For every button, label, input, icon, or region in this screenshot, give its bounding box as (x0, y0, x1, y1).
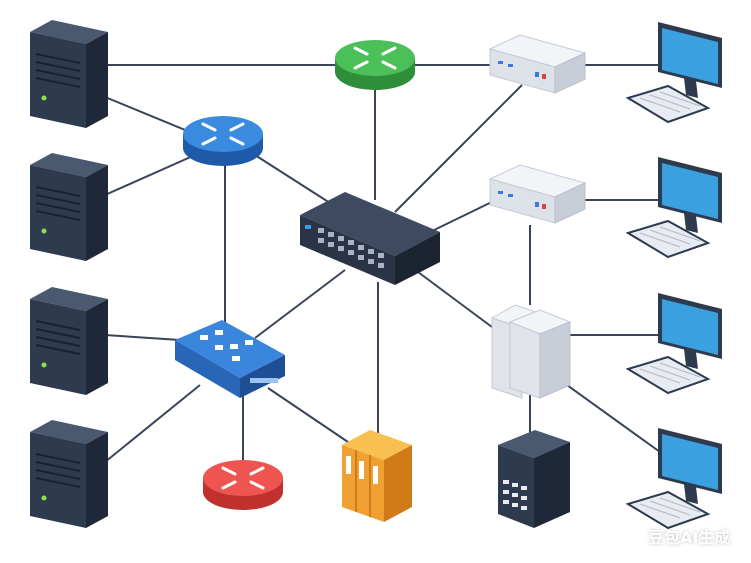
blue-switch-icon (175, 320, 285, 398)
monitor-icon (627, 427, 723, 529)
link (559, 379, 661, 453)
links (104, 64, 661, 465)
link (267, 387, 349, 443)
core-switch-icon (300, 192, 440, 285)
server-icon (29, 286, 109, 396)
link (104, 154, 196, 196)
link (429, 197, 501, 233)
modem-icon (489, 164, 586, 224)
binders-icon (342, 430, 412, 522)
watermark: 豆包AI生成 (648, 528, 731, 547)
monitor-icon (627, 21, 723, 123)
desktop-tower-icon (498, 430, 570, 528)
blue-router-icon (181, 114, 265, 168)
link (104, 334, 181, 341)
link (394, 84, 523, 213)
server-icon (29, 419, 109, 529)
monitor-icon (627, 156, 723, 258)
server-icon (29, 19, 109, 129)
monitor-icon (627, 292, 723, 394)
link (254, 269, 346, 339)
server-icon (29, 152, 109, 262)
link (104, 96, 191, 133)
green-router-icon (333, 38, 417, 92)
storage-servers-icon (490, 304, 572, 399)
link (417, 271, 501, 334)
link (104, 384, 201, 463)
link (254, 154, 331, 204)
red-router-icon (201, 458, 285, 512)
modem-icon (489, 34, 586, 94)
